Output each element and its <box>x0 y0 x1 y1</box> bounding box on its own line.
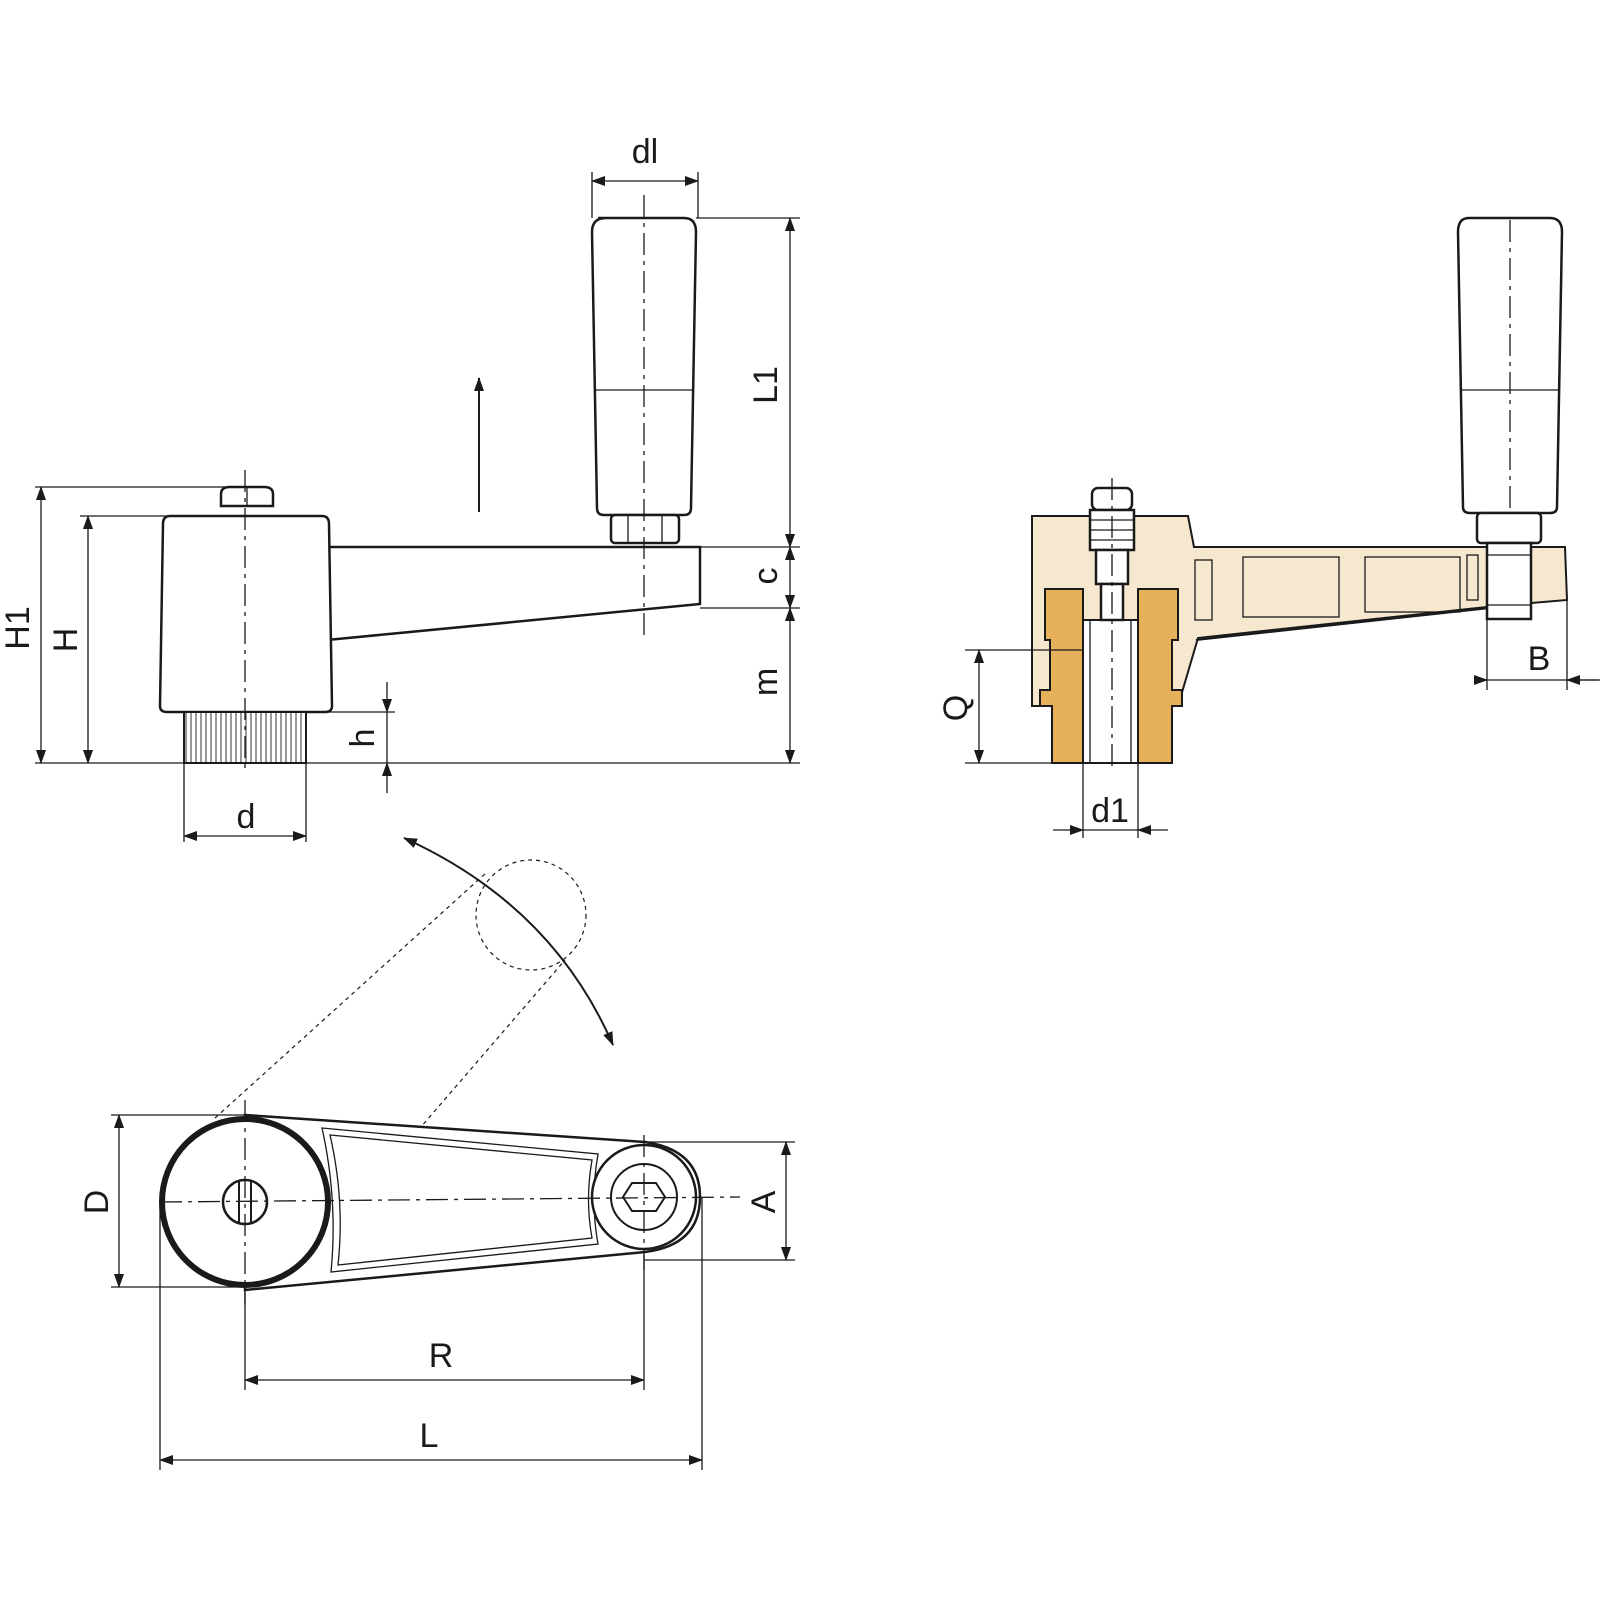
side-view-dimensions <box>35 172 800 842</box>
label-h: h <box>344 729 382 748</box>
bore <box>1082 619 1139 764</box>
hex-socket-icon <box>621 1182 667 1212</box>
top-view <box>159 837 741 1305</box>
label-L: L <box>420 1417 439 1455</box>
label-A: A <box>745 1190 783 1213</box>
label-Q: Q <box>937 695 975 721</box>
section-view <box>1031 216 1569 770</box>
label-B: B <box>1528 640 1551 678</box>
label-d: d <box>237 798 256 836</box>
label-m: m <box>747 668 785 696</box>
label-d1: d1 <box>1091 792 1129 830</box>
label-c: c <box>747 568 785 585</box>
label-dl: dl <box>632 133 658 171</box>
grip-end-boss <box>590 1143 698 1251</box>
top-view-dimensions <box>111 1114 795 1470</box>
rotation-arrow <box>403 837 614 1046</box>
top-arm-recess <box>329 1134 593 1266</box>
label-H1: H1 <box>0 606 37 649</box>
hub-body <box>158 514 334 714</box>
label-L1: L1 <box>747 366 785 404</box>
section-view-dimensions <box>965 600 1600 838</box>
grip-nut <box>609 513 681 545</box>
side-view <box>158 195 702 770</box>
label-R: R <box>429 1337 454 1375</box>
label-D: D <box>78 1190 116 1215</box>
label-H: H <box>47 628 85 653</box>
